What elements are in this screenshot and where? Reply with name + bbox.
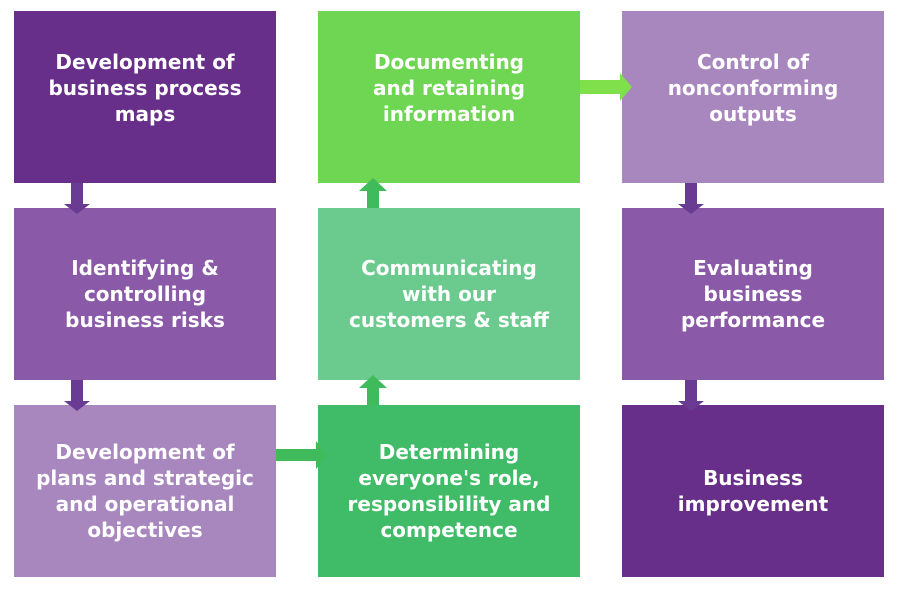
box-label: Development of business process maps [48,50,242,126]
box-communicating-customers-staff: Communicating with our customers & staff [318,208,580,380]
arrow-right-icon [276,441,328,469]
box-business-improvement: Business improvement [622,405,884,577]
box-development-of-plans-objectives: Development of plans and strategic and o… [14,405,276,577]
arrow-right-icon [580,73,632,101]
box-control-of-nonconforming-outputs: Control of nonconforming outputs [622,11,884,183]
box-evaluating-business-performance: Evaluating business performance [622,208,884,380]
box-label: Business improvement [677,466,829,516]
box-label: Determining everyone's role, responsibil… [347,440,551,542]
box-label: Control of nonconforming outputs [667,50,839,126]
arrow-up-icon [359,178,387,208]
box-documenting-retaining-information: Documenting and retaining information [318,11,580,183]
box-identifying-controlling-risks: Identifying & controlling business risks [14,208,276,380]
box-label: Communicating with our customers & staff [349,256,549,332]
box-label: Development of plans and strategic and o… [36,440,254,542]
arrow-down-icon [678,183,704,214]
arrow-up-icon [359,375,387,405]
box-label: Identifying & controlling business risks [65,256,225,332]
arrow-down-icon [678,380,704,411]
box-development-of-business-process-maps: Development of business process maps [14,11,276,183]
arrow-down-icon [64,183,90,214]
arrow-down-icon [64,380,90,411]
box-label: Documenting and retaining information [372,50,525,126]
box-label: Evaluating business performance [680,256,826,332]
box-determining-roles-responsibility: Determining everyone's role, responsibil… [318,405,580,577]
